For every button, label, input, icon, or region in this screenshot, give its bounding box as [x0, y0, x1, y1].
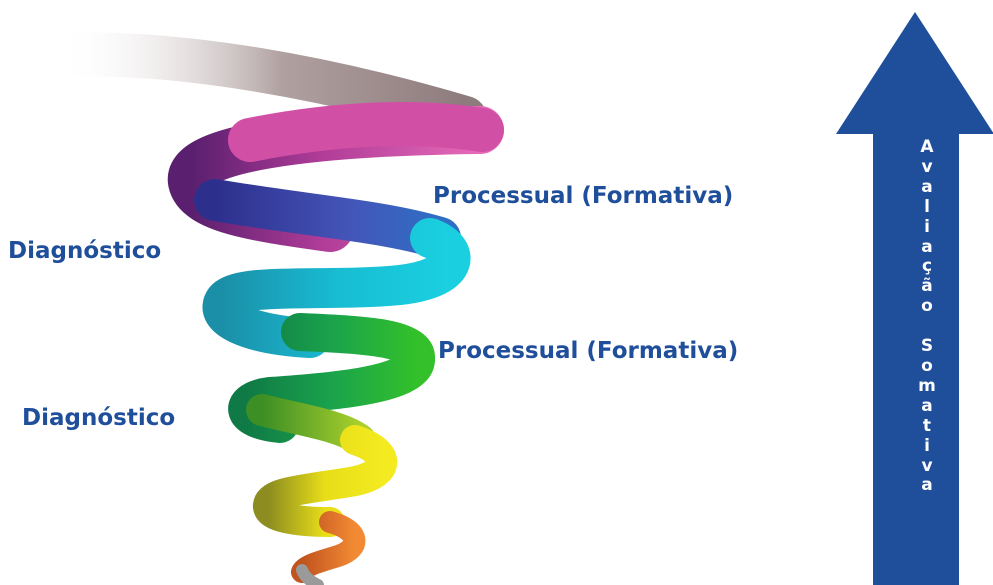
arrow-letter: A — [920, 137, 934, 157]
arrow-letter: v — [921, 455, 933, 476]
arrow-letter: i — [924, 435, 930, 456]
arrow-letter: S — [920, 336, 934, 357]
arrow-letter: a — [921, 176, 933, 197]
arrow-up-icon — [836, 12, 993, 585]
arrow-letter: ã — [921, 276, 933, 297]
arrow-letter: v — [921, 156, 933, 177]
label-diagnostico-2: Diagnóstico — [22, 405, 176, 431]
arrow-letter: a — [921, 236, 933, 257]
arrow-letter: o — [921, 296, 933, 317]
arrow-letter: m — [918, 375, 936, 396]
arrow-letter: ç — [921, 256, 933, 277]
arrow-letter: l — [924, 196, 930, 217]
arrow-letter: t — [922, 415, 932, 436]
arrow-letter: a — [921, 395, 933, 416]
label-diagnostico-1: Diagnóstico — [8, 238, 162, 264]
arrow-letter: o — [921, 355, 933, 376]
arrow-letter — [907, 317, 947, 337]
label-processual-1: Processual (Formativa) — [433, 183, 734, 209]
arrow-letter: a — [921, 475, 933, 496]
label-processual-2: Processual (Formativa) — [438, 338, 739, 364]
arrow-letter: i — [924, 216, 930, 237]
